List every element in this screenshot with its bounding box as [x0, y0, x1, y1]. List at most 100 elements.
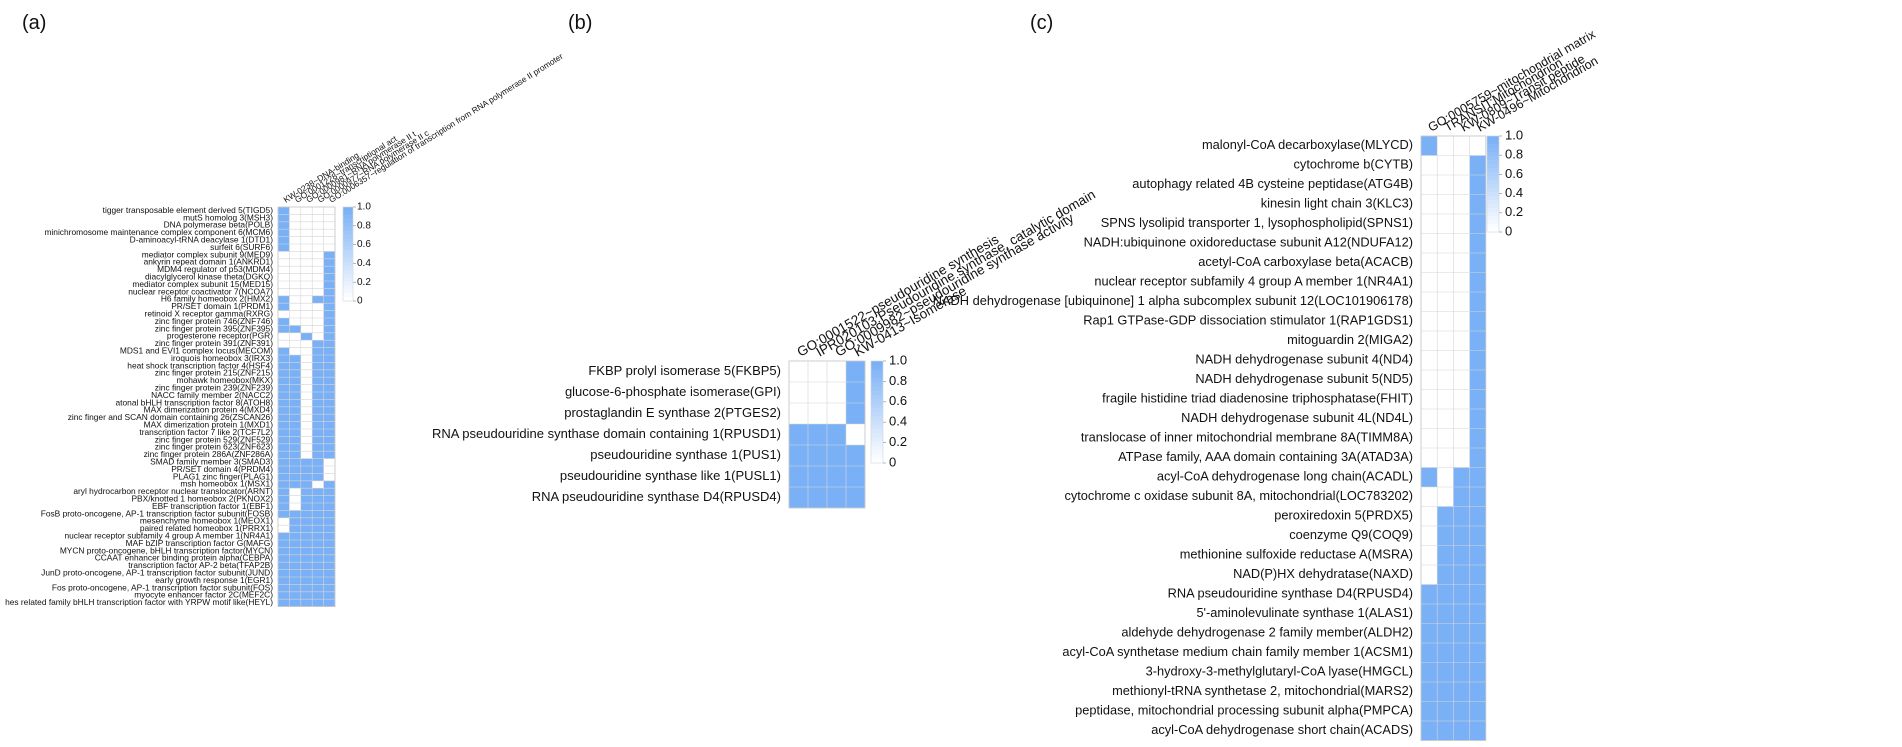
heatmap-cell [846, 445, 865, 466]
heatmap-cell [1437, 350, 1454, 370]
heatmap-cell [289, 525, 301, 533]
heatmap-cell [278, 517, 290, 526]
heatmap-cell [1453, 545, 1470, 565]
heatmap-cell [1421, 448, 1438, 468]
heatmap-cell [1453, 370, 1470, 390]
row-label: progesterone receptor(PGR) [167, 331, 273, 341]
colorbar-swatch [1487, 156, 1499, 161]
heatmap-cell [1453, 526, 1470, 546]
heatmap-cell [1453, 350, 1470, 370]
colorbar-swatch [871, 378, 883, 383]
heatmap-cell [1453, 701, 1470, 721]
heatmap-cell [1421, 701, 1438, 721]
heatmap-cell [300, 429, 313, 437]
colorbar-swatch [343, 234, 353, 239]
row-label: nuclear receptor subfamily 4 group A mem… [64, 531, 273, 541]
heatmap-cell [323, 207, 335, 215]
heatmap-cell [323, 503, 335, 511]
heatmap-cell [1437, 175, 1454, 195]
heatmap-cell [1469, 662, 1486, 682]
row-label: ankyrin repeat domain 1(ANKRD1) [144, 257, 274, 267]
heatmap-cell [312, 221, 324, 230]
heatmap-cell [312, 310, 324, 318]
heatmap-cell [1421, 272, 1438, 292]
heatmap-cell [846, 424, 865, 445]
row-label: MDS1 and EVI1 complex locus(MECOM) [120, 346, 273, 356]
colorbar-tick-label: 0.8 [1505, 147, 1523, 162]
heatmap-cell [312, 399, 324, 407]
heatmap-cell [1437, 214, 1454, 234]
heatmap-cell [312, 532, 324, 540]
row-label: acyl-CoA dehydrogenase short chain(ACADS… [1151, 722, 1413, 737]
heatmap-cell [289, 221, 301, 230]
heatmap-cell [278, 525, 290, 533]
row-label: PLAG1 zinc finger(PLAG1) [173, 471, 273, 481]
heatmap-cell [323, 214, 335, 222]
heatmap-cell [1421, 370, 1438, 390]
heatmap-cell [312, 340, 324, 348]
row-label: CCAAT enhancer binding protein alpha(CEB… [95, 553, 274, 563]
heatmap-cell [289, 392, 301, 400]
heatmap-cell [289, 244, 301, 252]
colorbar-swatch [343, 238, 353, 243]
heatmap-cell [300, 362, 313, 370]
heatmap-cell [1437, 526, 1454, 546]
heatmap-cell [312, 251, 324, 259]
colorbar-swatch [1487, 168, 1499, 173]
heatmap-cell [300, 510, 313, 518]
row-label: NAD(P)HX dehydratase(NAXD) [1233, 566, 1413, 581]
heatmap-cell [300, 244, 313, 252]
heatmap-cell [300, 273, 313, 281]
heatmap-cell [1469, 467, 1486, 487]
row-label: NADH dehydrogenase subunit 4(ND4) [1195, 352, 1413, 367]
heatmap-cell [289, 584, 301, 592]
heatmap-cell [808, 403, 827, 424]
heatmap-cell [289, 429, 301, 437]
heatmap-cell [312, 288, 324, 296]
heatmap-cell [323, 436, 335, 444]
heatmap-cell [1437, 682, 1454, 702]
row-label: DNA polymerase beta(POLB) [164, 220, 274, 230]
heatmap-cell [1437, 331, 1454, 351]
heatmap-cell [323, 510, 335, 518]
heatmap-cell [312, 436, 324, 444]
heatmap-cell [289, 562, 301, 570]
colorbar-swatch [1487, 136, 1499, 141]
row-label: RNA pseudouridine synthase domain contai… [432, 426, 781, 441]
colorbar-swatch [1487, 208, 1499, 213]
heatmap-cell [312, 495, 324, 503]
heatmap-cell [289, 577, 301, 585]
heatmap-cell [323, 229, 335, 237]
row-label: mohawk homeobox(MKX) [177, 375, 274, 385]
heatmap-cell [808, 487, 827, 508]
heatmap-cell [1453, 389, 1470, 409]
colorbar-tick-label: 0.2 [1505, 204, 1523, 219]
row-label: heat shock transcription factor 4(HSF4) [127, 360, 273, 370]
heatmap-cell [1469, 370, 1486, 390]
colorbar-swatch [871, 369, 883, 375]
row-label: zinc finger protein 746(ZNF746) [155, 316, 273, 326]
colorbar-swatch [1487, 152, 1499, 157]
row-label: mediator complex subunit 9(MED9) [142, 249, 273, 259]
heatmap-cell [312, 318, 324, 326]
heatmap-cell [323, 399, 335, 407]
colorbar-swatch [343, 289, 353, 294]
heatmap-cell [289, 540, 301, 548]
heatmap-cell [1469, 487, 1486, 507]
row-label: mediator complex subunit 15(MED15) [132, 279, 273, 289]
colorbar-swatch [1487, 148, 1499, 153]
heatmap-cell [300, 584, 313, 592]
colorbar-swatch [343, 242, 353, 247]
heatmap-cell [1453, 623, 1470, 643]
heatmap-cell [300, 392, 313, 400]
heatmap-cell [1453, 662, 1470, 682]
heatmap-cell [789, 382, 808, 403]
heatmap-border [277, 206, 336, 608]
heatmap-cell [278, 207, 290, 215]
heatmap-cell [278, 355, 290, 363]
heatmap-cell [1437, 311, 1454, 331]
colorbar-tick-label: 0 [357, 296, 363, 307]
heatmap-cell [289, 480, 301, 489]
heatmap-cell [289, 473, 301, 481]
heatmap-cell [323, 517, 335, 526]
